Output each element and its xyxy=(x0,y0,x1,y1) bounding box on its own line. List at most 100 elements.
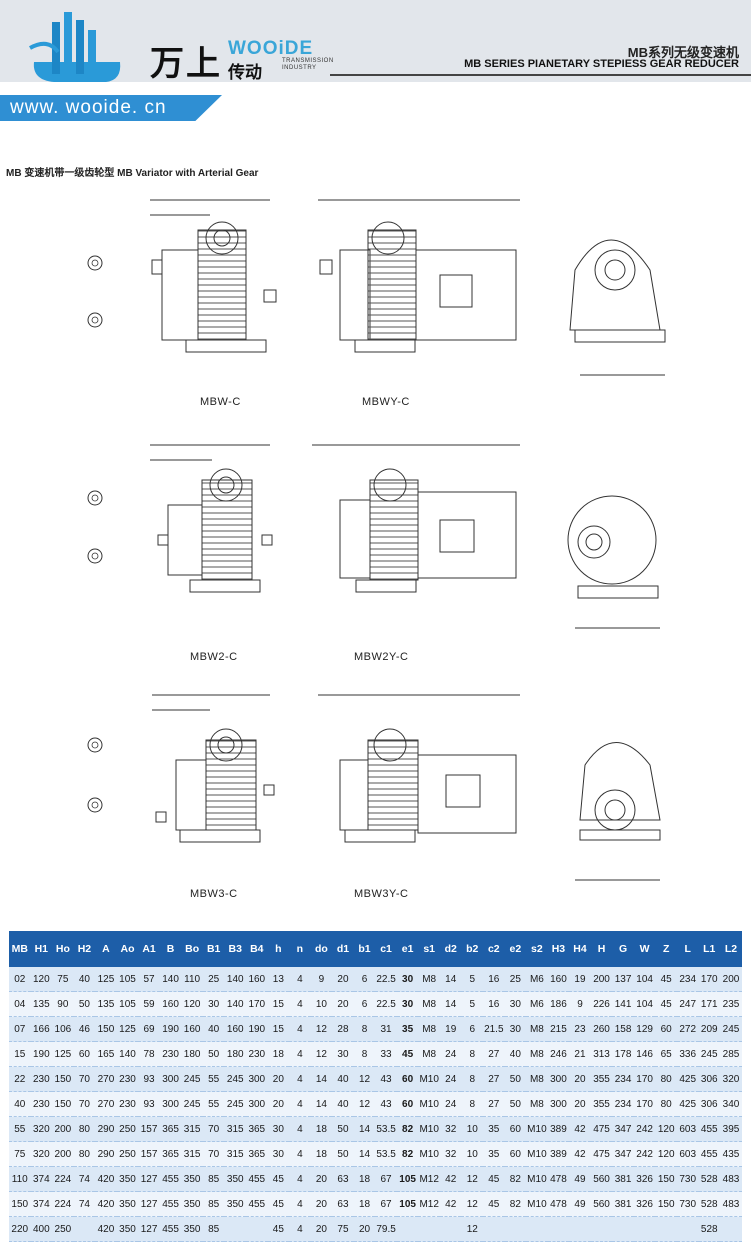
table-cell: 4 xyxy=(289,967,311,992)
table-cell: 6 xyxy=(353,991,376,1017)
table-cell: 8 xyxy=(353,1016,376,1042)
table-cell: 250 xyxy=(116,1141,139,1167)
table-cell: 285 xyxy=(720,1041,742,1067)
table-cell xyxy=(569,1216,591,1242)
table-cell: 110 xyxy=(181,967,203,992)
table-cell: 483 xyxy=(720,1191,742,1217)
table-cell: 140 xyxy=(224,967,247,992)
table-cell: M8 xyxy=(526,1091,548,1117)
table-cell: 75 xyxy=(9,1141,31,1167)
table-cell: 166 xyxy=(30,1016,53,1042)
page-header: 万上 WOOiDE 传动 TRANSMISSION INDUSTRY MB系列无… xyxy=(0,0,751,125)
table-cell: 157 xyxy=(138,1141,160,1167)
table-cell: 230 xyxy=(116,1091,139,1117)
table-cell: 6 xyxy=(353,967,376,992)
table-cell: 46 xyxy=(73,1016,96,1042)
table-cell: 13 xyxy=(267,967,290,992)
table-cell: 28 xyxy=(332,1016,354,1042)
table-cell: 80 xyxy=(655,1066,677,1092)
table-cell: 350 xyxy=(181,1166,203,1192)
table-cell: 4 xyxy=(289,1116,311,1142)
table-cell: 120 xyxy=(181,991,203,1017)
table-cell: 20 xyxy=(353,1216,376,1242)
table-cell: 20 xyxy=(310,1216,333,1242)
table-cell: 14 xyxy=(439,991,462,1017)
table-cell: 45 xyxy=(267,1216,290,1242)
table-cell: 31 xyxy=(375,1016,397,1042)
table-cell: 60 xyxy=(73,1041,96,1067)
table-cell: 190 xyxy=(30,1041,53,1067)
table-cell: M10 xyxy=(418,1091,440,1117)
table-cell: 455 xyxy=(246,1191,268,1217)
table-cell: M10 xyxy=(418,1141,440,1167)
caption-mbwy-c: MBWY-C xyxy=(362,396,410,408)
website-url[interactable]: www. wooide. cn xyxy=(10,97,167,118)
table-cell xyxy=(590,1216,613,1242)
table-cell: 313 xyxy=(590,1041,613,1067)
drawing-row-3 xyxy=(87,694,661,881)
table-cell: 200 xyxy=(52,1141,74,1167)
table-cell: 70 xyxy=(73,1066,96,1092)
table-cell: 24 xyxy=(439,1091,462,1117)
technical-drawings xyxy=(87,199,666,881)
table-cell: 230 xyxy=(30,1091,53,1117)
table-cell: 455 xyxy=(159,1216,182,1242)
table-cell: 32 xyxy=(439,1116,462,1142)
column-header: G xyxy=(612,931,634,967)
column-header: b2 xyxy=(461,931,484,967)
table-cell: M12 xyxy=(418,1166,440,1192)
table-cell: 85 xyxy=(202,1216,225,1242)
table-cell: 483 xyxy=(720,1166,742,1192)
table-cell: 12 xyxy=(310,1016,333,1042)
table-cell: 50 xyxy=(332,1116,354,1142)
table-cell: 85 xyxy=(202,1166,225,1192)
table-cell: 67 xyxy=(375,1166,397,1192)
table-cell: 35 xyxy=(396,1016,419,1042)
table-cell: 50 xyxy=(73,991,96,1017)
table-cell: 300 xyxy=(547,1091,570,1117)
table-cell: 320 xyxy=(30,1116,53,1142)
table-cell: 250 xyxy=(116,1116,139,1142)
table-cell: 20 xyxy=(267,1066,290,1092)
table-cell xyxy=(526,1216,548,1242)
table-cell: 42 xyxy=(439,1191,462,1217)
table-cell: 160 xyxy=(547,967,570,992)
table-cell: 40 xyxy=(73,967,96,992)
header-band xyxy=(0,0,751,82)
table-cell: 6 xyxy=(461,1016,484,1042)
table-cell: 35 xyxy=(483,1116,505,1142)
table-cell: 455 xyxy=(698,1116,721,1142)
table-cell: 14 xyxy=(310,1066,333,1092)
table-cell: 389 xyxy=(547,1116,570,1142)
table-cell: 180 xyxy=(224,1041,247,1067)
table-cell: 141 xyxy=(612,991,634,1017)
table-cell: 355 xyxy=(590,1091,613,1117)
table-cell: 80 xyxy=(73,1116,96,1142)
table-cell xyxy=(224,1216,247,1242)
table-cell: 4 xyxy=(289,1141,311,1167)
table-cell: 306 xyxy=(698,1066,721,1092)
column-header: B4 xyxy=(246,931,268,967)
table-cell: 455 xyxy=(159,1166,182,1192)
table-cell: M8 xyxy=(418,1041,440,1067)
table-cell: 8 xyxy=(461,1041,484,1067)
table-cell: 69 xyxy=(138,1016,160,1042)
column-header: do xyxy=(310,931,333,967)
table-cell: 24 xyxy=(439,1066,462,1092)
caption-mbw2y-c: MBW2Y-C xyxy=(354,651,409,663)
column-header: A1 xyxy=(138,931,160,967)
caption-mbw-c: MBW-C xyxy=(200,396,241,408)
table-cell: 25 xyxy=(504,967,527,992)
table-cell: M12 xyxy=(418,1191,440,1217)
table-cell: 234 xyxy=(612,1066,634,1092)
table-cell: 242 xyxy=(633,1116,656,1142)
table-cell: 395 xyxy=(720,1116,742,1142)
caption-mbw3-c: MBW3-C xyxy=(190,888,238,900)
table-cell: 93 xyxy=(138,1091,160,1117)
table-cell: 45 xyxy=(483,1191,505,1217)
table-cell: 220 xyxy=(9,1216,31,1242)
drawing-row-1 xyxy=(87,199,666,376)
